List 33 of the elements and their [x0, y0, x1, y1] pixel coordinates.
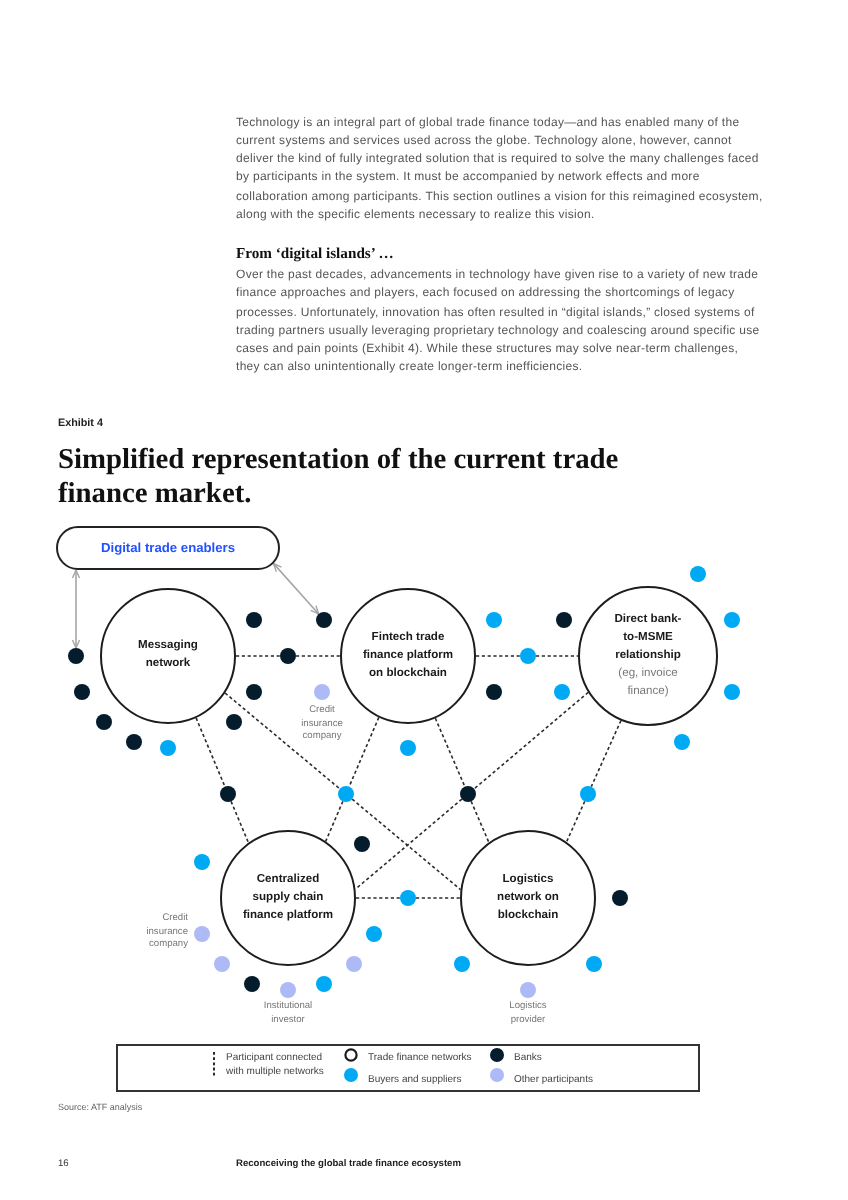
bank-dot-icon [280, 648, 296, 664]
exhibit-title: Simplified representation of the current trade finance market. [58, 443, 621, 513]
dashed-line [195, 717, 226, 788]
bank-dot-icon [460, 786, 476, 802]
network-circle [578, 586, 718, 726]
dashed-line [224, 692, 341, 790]
dashed-line [535, 655, 579, 657]
dashed-line [434, 717, 466, 788]
buyer-supplier-dot-icon [580, 786, 596, 802]
network-circle [100, 588, 236, 724]
dashed-line [235, 655, 281, 657]
double-headed-arrow [272, 562, 320, 615]
bank-dot-icon [316, 612, 332, 628]
dashed-line [355, 897, 401, 899]
buyer-supplier-dot-icon [338, 786, 354, 802]
network-circle [460, 830, 596, 966]
bank-dot-icon [68, 648, 84, 664]
dashed-line [475, 655, 521, 657]
enabler-pill [56, 526, 280, 570]
dashed-line [324, 800, 344, 843]
dashed-line [348, 716, 380, 788]
dashed-line [565, 800, 586, 843]
dashed-line [473, 691, 590, 790]
dashed-line [230, 800, 250, 844]
dashed-line [470, 800, 490, 844]
dashed-line [590, 719, 622, 788]
buyer-supplier-dot-icon [520, 648, 536, 664]
double-headed-arrow [71, 569, 81, 649]
dashed-line [295, 655, 341, 657]
bank-dot-icon [220, 786, 236, 802]
buyer-supplier-dot-icon [400, 890, 416, 906]
dashed-line [415, 897, 461, 899]
network-circle [220, 830, 356, 966]
